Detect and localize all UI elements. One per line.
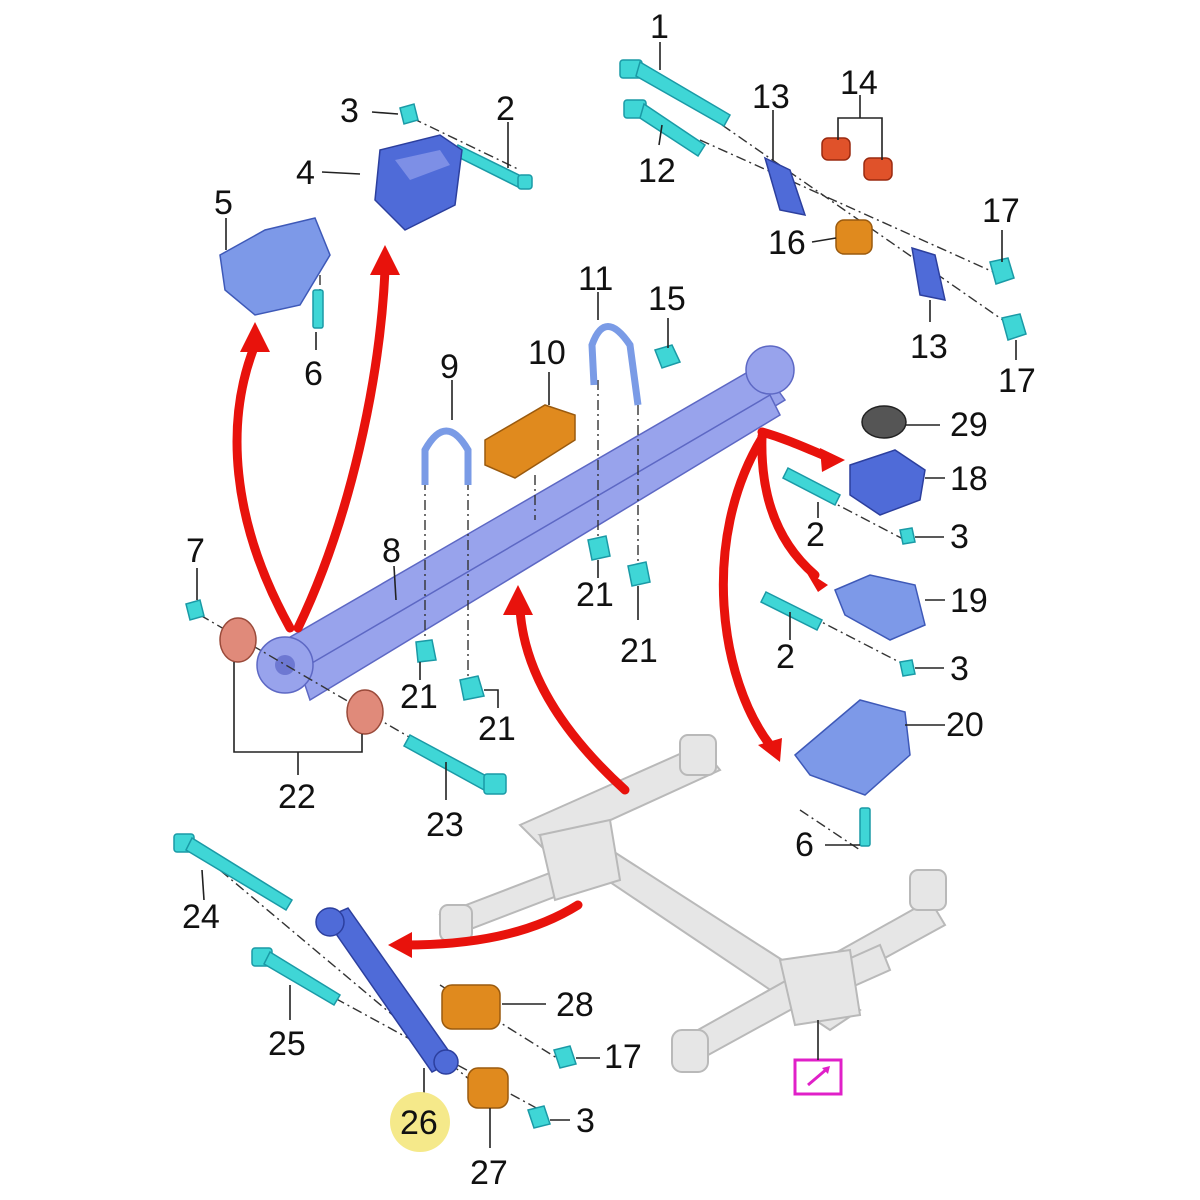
nut-3-top[interactable] [399,103,419,125]
callout-18: 18 [950,460,988,498]
callout-16: 16 [768,224,806,262]
callout-17-bottom: 17 [604,1038,642,1076]
highlight-26 [390,1092,450,1152]
clip-15[interactable] [654,344,682,369]
bracket-4[interactable] [374,134,463,231]
callout-29: 29 [950,406,988,444]
callout-3-right-lower: 3 [950,650,969,688]
nut-17-bottom[interactable] [553,1045,577,1069]
bracket-18[interactable] [849,449,926,516]
bump-stop-29[interactable] [861,405,907,439]
plate-13-upper[interactable] [763,156,807,216]
nut-3-right-upper[interactable] [899,527,916,545]
u-bolt-9[interactable] [421,427,472,485]
nut-17-lower[interactable] [1001,313,1027,341]
callout-labels: 1 2 3 4 5 6 7 8 9 10 11 12 13 13 14 15 1… [182,8,1036,1192]
bolt-2-right-upper[interactable] [781,466,842,507]
callout-17-mid: 17 [998,362,1036,400]
callout-8: 8 [382,532,401,570]
callout-7: 7 [186,532,205,570]
callout-9: 9 [440,348,459,386]
callout-28: 28 [556,986,594,1024]
callout-21-a: 21 [400,678,438,716]
bolt-25[interactable] [251,947,342,1007]
nut-7[interactable] [185,599,205,621]
bushing-27[interactable] [467,1067,509,1109]
callout-22: 22 [278,778,316,816]
rear-axle-frame [438,734,947,1073]
callout-13-lower: 13 [910,328,948,366]
view-reference-icon[interactable] [793,1058,843,1096]
bolt-2-right-lower[interactable] [759,590,824,632]
callout-6-top: 6 [304,355,323,393]
callout-26: 26 [400,1104,438,1142]
callout-25: 25 [268,1025,306,1063]
callout-19: 19 [950,582,988,620]
callout-13-upper: 13 [752,78,790,116]
bolt-23[interactable] [402,733,507,795]
callout-6-lower: 6 [795,826,814,864]
shock-absorber-26[interactable] [315,907,459,1075]
callout-21-d: 21 [620,632,658,670]
bushing-14[interactable] [821,137,893,181]
u-bolt-11[interactable] [588,323,642,406]
bolt-6-lower[interactable] [859,807,871,847]
callout-12: 12 [638,152,676,190]
nut-3-right-lower[interactable] [899,659,916,677]
callout-2-top: 2 [496,90,515,128]
callout-3-right-upper: 3 [950,518,969,556]
bolt-12[interactable] [623,99,707,158]
bracket-20[interactable] [793,699,911,796]
callout-17-top: 17 [982,192,1020,230]
callout-27: 27 [470,1154,508,1192]
callout-3-top: 3 [340,92,359,130]
bolt-2-top[interactable] [453,143,533,190]
callout-10: 10 [528,334,566,372]
bracket-19[interactable] [834,574,926,641]
callout-5: 5 [214,184,233,222]
bolt-24[interactable] [173,833,294,912]
callout-20: 20 [946,706,984,744]
callout-3-bottom: 3 [576,1102,595,1140]
leader-lines [196,42,1017,1148]
plate-13-lower[interactable] [911,246,946,301]
assembly-arrows [232,245,845,958]
callout-2-right-lower: 2 [776,638,795,676]
bushing-22[interactable] [219,617,384,735]
bushing-16[interactable] [835,219,873,255]
bracket-5[interactable] [219,217,331,316]
callout-15: 15 [648,280,686,318]
bolt-6-top[interactable] [312,289,324,329]
nut-3-bottom[interactable] [527,1105,551,1129]
callout-23: 23 [426,806,464,844]
callout-21-b: 21 [478,710,516,748]
callout-4: 4 [296,154,315,192]
callout-1: 1 [650,8,669,46]
callout-2-right-upper: 2 [806,516,825,554]
callout-11: 11 [578,260,613,298]
pad-10[interactable] [484,404,576,479]
callout-14: 14 [840,64,878,102]
bolt-1[interactable] [619,59,732,128]
callout-24: 24 [182,898,220,936]
nut-21[interactable] [415,535,651,701]
bushing-28[interactable] [441,984,501,1030]
callout-21-c: 21 [576,576,614,614]
leaf-spring[interactable] [256,345,795,702]
